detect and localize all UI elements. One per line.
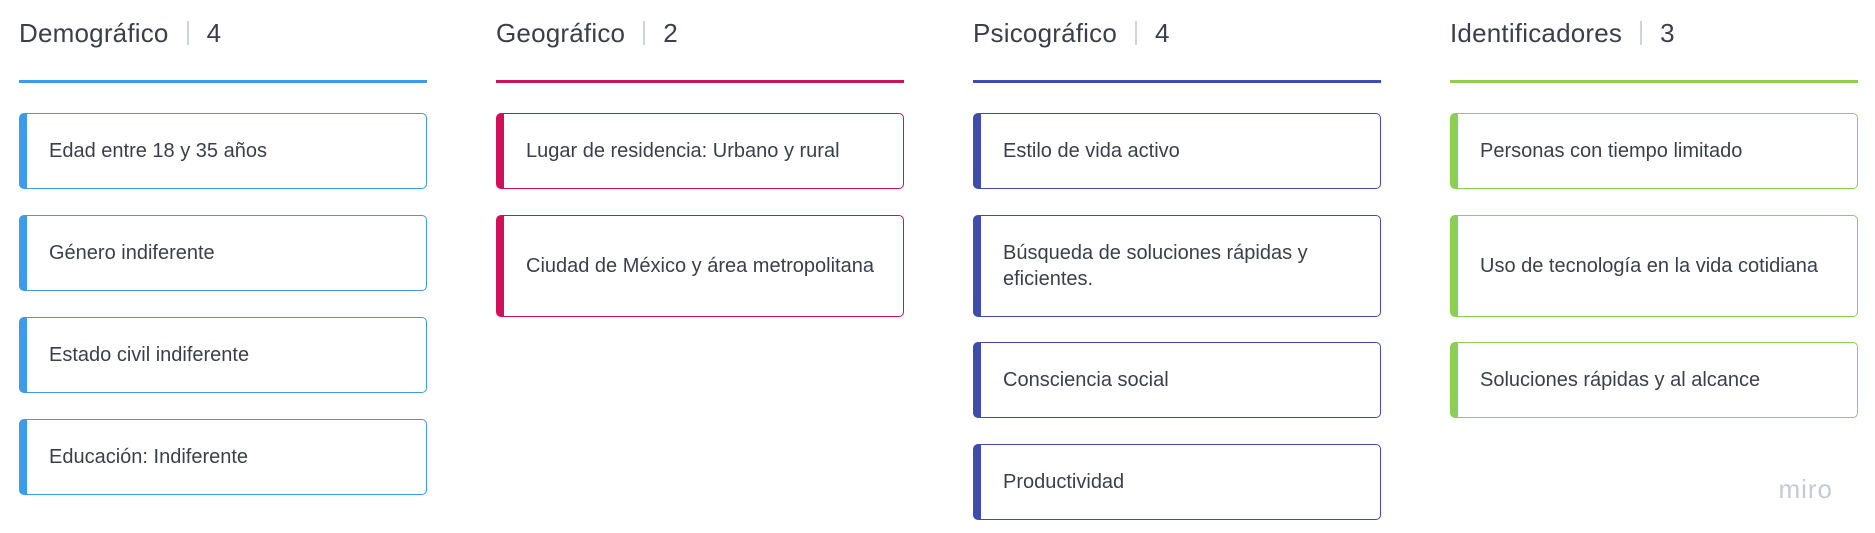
card-text: Educación: Indiferente xyxy=(49,446,249,468)
card-text: Productividad xyxy=(1003,471,1125,493)
column-title: Psicográfico xyxy=(973,17,1118,48)
column-title: Demográfico xyxy=(19,17,169,48)
card[interactable]: Edad entre 18 y 35 años xyxy=(19,113,427,189)
column-psicografico: Psicográfico 4 Estilo de vida activo Bús… xyxy=(973,0,1381,520)
column-header[interactable]: Demográfico 4 xyxy=(19,0,427,66)
card-text: Personas con tiempo limitado xyxy=(1480,140,1743,162)
header-divider xyxy=(186,21,189,45)
header-divider xyxy=(643,21,646,45)
miro-logo: miro xyxy=(1778,474,1833,504)
card-text: Ciudad de México y área metropolitana xyxy=(526,255,874,277)
card[interactable]: Estado civil indiferente xyxy=(19,317,427,393)
column-count: 2 xyxy=(663,17,678,48)
card-text: Estado civil indiferente xyxy=(49,344,250,366)
column-header[interactable]: Geográfico 2 xyxy=(496,0,904,66)
card-text: Uso de tecnología en la vida cotidiana xyxy=(1480,255,1819,277)
card[interactable]: Educación: Indiferente xyxy=(19,419,427,495)
card[interactable]: Estilo de vida activo xyxy=(973,113,1381,189)
column-count: 4 xyxy=(1155,17,1170,48)
card[interactable]: Uso de tecnología en la vida cotidiana xyxy=(1450,215,1858,317)
card-text: Soluciones rápidas y al alcance xyxy=(1480,369,1761,391)
card[interactable]: Consciencia social xyxy=(973,342,1381,418)
card[interactable]: Productividad xyxy=(973,444,1381,520)
card-text: Lugar de residencia: Urbano y rural xyxy=(526,140,840,162)
column-header[interactable]: Identificadores 3 xyxy=(1450,0,1858,66)
column-count: 4 xyxy=(206,17,222,48)
column-header[interactable]: Psicográfico 4 xyxy=(973,0,1381,66)
column-title: Geográfico xyxy=(496,17,626,48)
column-identificadores: Identificadores 3 Personas con tiempo li… xyxy=(1450,0,1858,418)
card[interactable]: Personas con tiempo limitado xyxy=(1450,113,1858,189)
card[interactable]: Lugar de residencia: Urbano y rural xyxy=(496,113,904,189)
card-text: Edad entre 18 y 35 años xyxy=(49,140,267,162)
column-demografico: Demográfico 4 Edad entre 18 y 35 años Gé… xyxy=(19,0,427,495)
card-text: Estilo de vida activo xyxy=(1003,140,1180,162)
card[interactable]: Ciudad de México y área metropolitana xyxy=(496,215,904,317)
column-rule xyxy=(19,80,427,83)
column-rule xyxy=(496,80,904,83)
header-divider xyxy=(1640,21,1643,45)
column-rule xyxy=(973,80,1381,83)
card-text: Género indiferente xyxy=(49,242,215,264)
column-rule xyxy=(1450,80,1858,83)
card-text: Búsqueda de soluciones rápidas y eficien… xyxy=(1003,242,1308,290)
card[interactable]: Búsqueda de soluciones rápidas y eficien… xyxy=(973,215,1381,317)
column-geografico: Geográfico 2 Lugar de residencia: Urbano… xyxy=(496,0,904,317)
column-count: 3 xyxy=(1660,17,1675,48)
card[interactable]: Soluciones rápidas y al alcance xyxy=(1450,342,1858,418)
column-title: Identificadores xyxy=(1450,17,1623,48)
header-divider xyxy=(1135,21,1138,45)
card-text: Consciencia social xyxy=(1003,369,1169,391)
card[interactable]: Género indiferente xyxy=(19,215,427,291)
